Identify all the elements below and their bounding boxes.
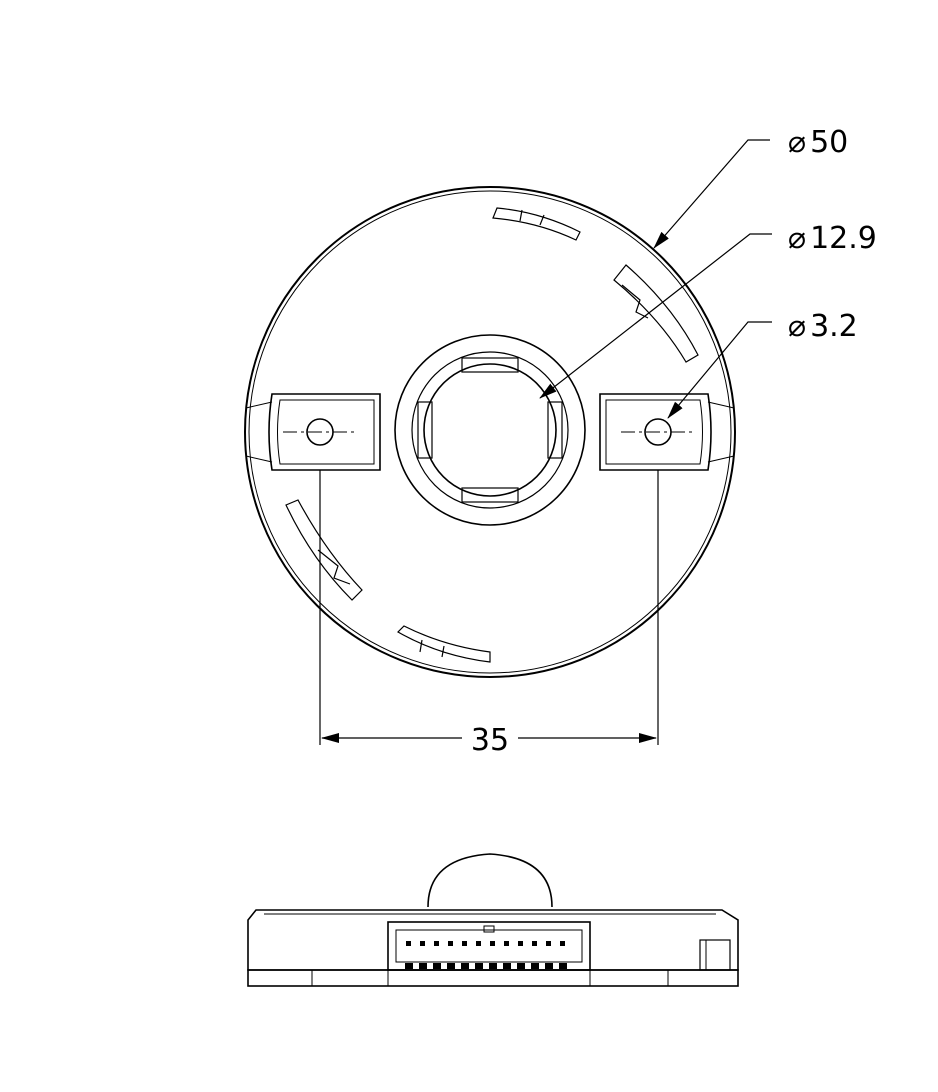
hole-spacing-value: 35 bbox=[471, 723, 509, 758]
bar-edge-right-bot bbox=[707, 455, 735, 463]
hub-tab-top bbox=[461, 357, 519, 373]
connector-pin-bottom bbox=[559, 963, 567, 969]
side-view bbox=[247, 853, 739, 987]
side-port bbox=[699, 939, 731, 971]
connector-pin-bottom bbox=[461, 963, 469, 969]
connector-pin-top bbox=[560, 941, 565, 946]
connector-pin-top bbox=[518, 941, 523, 946]
svg-text:⌀12.9: ⌀12.9 bbox=[788, 221, 877, 256]
outer-rim bbox=[244, 186, 736, 678]
connector-pin-bottom bbox=[503, 963, 511, 969]
connector-pins bbox=[405, 941, 567, 969]
hole-diameter-value: 3.2 bbox=[810, 309, 858, 344]
outer-rim-inner bbox=[248, 190, 732, 674]
connector-pin-top bbox=[462, 941, 467, 946]
connector-inner bbox=[395, 929, 583, 963]
diameter-symbol: ⌀ bbox=[788, 221, 806, 256]
connector-pin-bottom bbox=[517, 963, 525, 969]
inner-diameter-value: 12.9 bbox=[810, 221, 877, 256]
right-ear bbox=[599, 393, 712, 471]
outer-diameter-value: 50 bbox=[810, 125, 848, 160]
connector-pin-top bbox=[504, 941, 509, 946]
hub-tab-bottom bbox=[461, 487, 519, 503]
hub-ring bbox=[411, 351, 569, 509]
connector-pin-bottom bbox=[489, 963, 497, 969]
left-ear bbox=[268, 393, 381, 471]
lens-opening bbox=[423, 363, 557, 497]
connector-housing bbox=[387, 921, 591, 971]
side-base bbox=[247, 969, 739, 987]
bar-edge-left-bot bbox=[245, 455, 273, 463]
snap-clip-left bbox=[285, 499, 363, 601]
connector-pin-bottom bbox=[545, 963, 553, 969]
connector-pin-top bbox=[434, 941, 439, 946]
connector-pin-bottom bbox=[419, 963, 427, 969]
diameter-symbol: ⌀ bbox=[788, 309, 806, 344]
svg-text:⌀50: ⌀50 bbox=[788, 125, 848, 160]
dome-lens bbox=[427, 853, 553, 908]
leader-hole-diameter bbox=[667, 321, 772, 419]
side-body bbox=[247, 909, 739, 971]
left-ear-inner bbox=[277, 399, 375, 465]
connector-pin-bottom bbox=[531, 963, 539, 969]
connector-pin-bottom bbox=[475, 963, 483, 969]
svg-text:⌀3.2: ⌀3.2 bbox=[788, 309, 858, 344]
connector-pin-top bbox=[532, 941, 537, 946]
right-ear-inner bbox=[605, 399, 703, 465]
connector-pin-top bbox=[476, 941, 481, 946]
diameter-symbol: ⌀ bbox=[788, 125, 806, 160]
connector-pin-top bbox=[406, 941, 411, 946]
dimension-lines bbox=[319, 139, 772, 745]
bar-edge-left-top bbox=[245, 401, 273, 409]
connector-pin-bottom bbox=[447, 963, 455, 969]
top-view bbox=[244, 186, 736, 678]
hub-tab-right bbox=[547, 401, 563, 459]
connector-pin-bottom bbox=[405, 963, 413, 969]
snap-clip-top bbox=[492, 207, 581, 241]
connector-pin-top bbox=[490, 941, 495, 946]
hub-outer bbox=[394, 334, 586, 526]
snap-clip-right bbox=[613, 264, 699, 363]
snap-clip-bottom bbox=[397, 625, 491, 663]
bar-edge-right-top bbox=[707, 401, 735, 409]
connector-pin-bottom bbox=[433, 963, 441, 969]
connector-key bbox=[483, 925, 495, 933]
connector-pin-top bbox=[546, 941, 551, 946]
leader-outer-diameter bbox=[653, 139, 770, 249]
connector-pin-top bbox=[448, 941, 453, 946]
leader-inner-diameter bbox=[539, 233, 772, 399]
hub-tab-left bbox=[417, 401, 433, 459]
connector-pin-top bbox=[420, 941, 425, 946]
